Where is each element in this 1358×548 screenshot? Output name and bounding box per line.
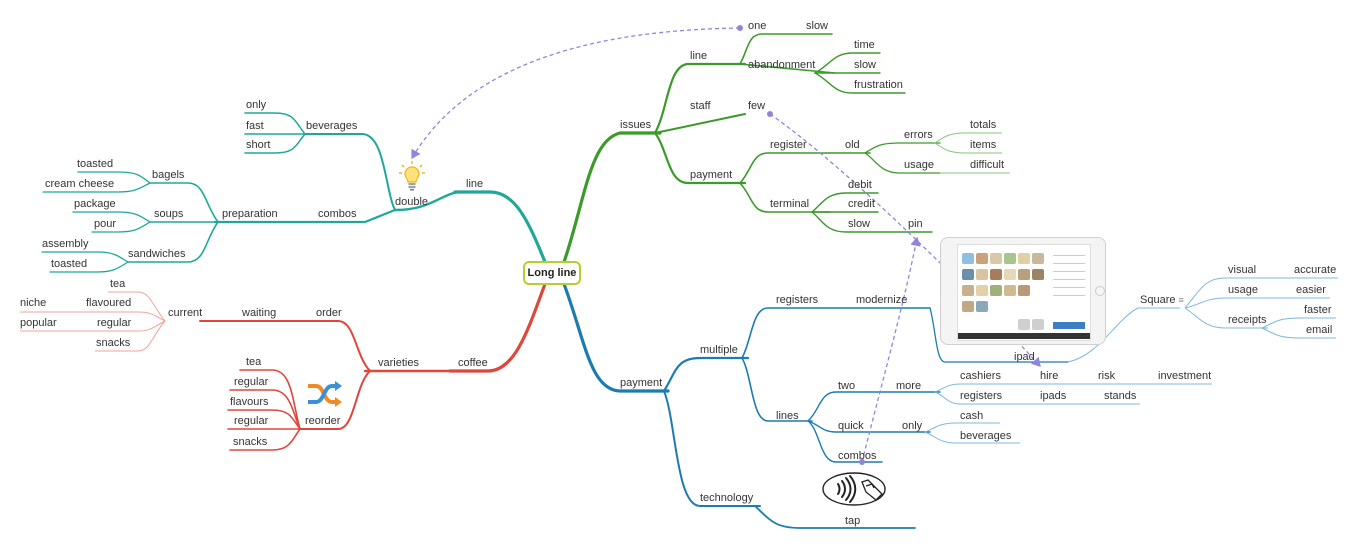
- node-two[interactable]: two: [838, 380, 856, 392]
- node-slow-2[interactable]: slow: [854, 59, 877, 71]
- node-toasted-1[interactable]: toasted: [77, 158, 114, 170]
- node-short[interactable]: short: [246, 139, 271, 151]
- node-waiting[interactable]: waiting: [242, 307, 277, 319]
- node-regular-3[interactable]: regular: [234, 415, 269, 427]
- node-registers-2[interactable]: registers: [960, 390, 1003, 402]
- node-snacks-1[interactable]: snacks: [96, 337, 131, 349]
- node-reorder[interactable]: reorder: [305, 415, 341, 427]
- node-square[interactable]: Square ≡: [1140, 294, 1184, 306]
- node-registers[interactable]: registers: [776, 294, 819, 306]
- node-beverages-quick[interactable]: beverages: [960, 430, 1012, 442]
- node-regular-2[interactable]: regular: [234, 376, 269, 388]
- node-niche[interactable]: niche: [20, 297, 47, 309]
- node-tea-2[interactable]: tea: [246, 356, 262, 368]
- node-modernize[interactable]: modernize: [856, 294, 908, 306]
- node-register[interactable]: register: [770, 139, 807, 151]
- node-combos-double[interactable]: combos: [318, 208, 357, 220]
- node-hire[interactable]: hire: [1040, 370, 1059, 382]
- node-easier[interactable]: easier: [1296, 284, 1326, 296]
- node-quick[interactable]: quick: [838, 420, 864, 432]
- node-one[interactable]: one: [748, 20, 767, 32]
- node-sandwiches[interactable]: sandwiches: [128, 248, 186, 260]
- node-more[interactable]: more: [896, 380, 922, 392]
- node-slow-1[interactable]: slow: [806, 20, 829, 32]
- node-cream-cheese[interactable]: cream cheese: [45, 178, 115, 190]
- node-payment-issues[interactable]: payment: [690, 169, 733, 181]
- node-preparation[interactable]: preparation: [222, 208, 278, 220]
- node-receipts[interactable]: receipts: [1228, 314, 1267, 326]
- node-totals[interactable]: totals: [970, 119, 997, 131]
- node-only-double[interactable]: only: [246, 99, 267, 111]
- node-time[interactable]: time: [854, 39, 875, 51]
- node-frustration[interactable]: frustration: [854, 79, 903, 91]
- node-ipads[interactable]: ipads: [1040, 390, 1067, 402]
- node-usage-square[interactable]: usage: [1228, 284, 1258, 296]
- node-investment[interactable]: investment: [1158, 370, 1212, 382]
- node-old[interactable]: old: [845, 139, 860, 151]
- node-bagels[interactable]: bagels: [152, 169, 185, 181]
- node-issues[interactable]: issues: [620, 119, 652, 131]
- node-usage-old[interactable]: usage: [904, 159, 934, 171]
- node-combos-lines[interactable]: combos: [838, 450, 877, 462]
- node-fast[interactable]: fast: [246, 120, 264, 132]
- node-coffee[interactable]: coffee: [458, 357, 488, 369]
- node-cashiers[interactable]: cashiers: [960, 370, 1001, 382]
- node-multiple[interactable]: multiple: [700, 344, 738, 356]
- node-staff[interactable]: staff: [690, 100, 711, 112]
- ipad-image: [940, 237, 1106, 345]
- node-soups[interactable]: soups: [154, 208, 184, 220]
- node-faster[interactable]: faster: [1304, 304, 1332, 316]
- node-line-right[interactable]: line: [690, 50, 708, 62]
- node-payment-main[interactable]: payment: [620, 377, 663, 389]
- node-technology[interactable]: technology: [700, 492, 754, 504]
- shuffle-icon: [308, 381, 342, 407]
- node-tea-1[interactable]: tea: [110, 278, 126, 290]
- node-credit[interactable]: credit: [848, 198, 875, 210]
- root-node[interactable]: Long line: [523, 261, 581, 285]
- node-visual[interactable]: visual: [1228, 264, 1257, 276]
- node-slow-3[interactable]: slow: [848, 218, 871, 230]
- node-items[interactable]: items: [970, 139, 997, 151]
- node-accurate[interactable]: accurate: [1294, 264, 1337, 276]
- node-only-quick[interactable]: only: [902, 420, 923, 432]
- node-assembly[interactable]: assembly: [42, 238, 89, 250]
- node-flavoured[interactable]: flavoured: [86, 297, 132, 309]
- node-current[interactable]: current: [168, 307, 203, 319]
- node-beverages-double[interactable]: beverages: [306, 120, 358, 132]
- node-flavours[interactable]: flavours: [230, 396, 269, 408]
- node-package[interactable]: package: [74, 198, 116, 210]
- node-terminal[interactable]: terminal: [770, 198, 810, 210]
- note-icon: ≡: [1178, 295, 1184, 305]
- node-line-left[interactable]: line: [466, 178, 484, 190]
- node-order[interactable]: order: [316, 307, 342, 319]
- node-abandonment[interactable]: abandonment: [748, 59, 816, 71]
- node-email[interactable]: email: [1306, 324, 1333, 336]
- node-stands[interactable]: stands: [1104, 390, 1137, 402]
- node-ipad[interactable]: ipad: [1014, 351, 1035, 363]
- node-pour[interactable]: pour: [94, 218, 117, 230]
- node-cash[interactable]: cash: [960, 410, 984, 422]
- node-varieties[interactable]: varieties: [378, 357, 419, 369]
- contactless-payment-icon: [822, 472, 886, 506]
- node-debit[interactable]: debit: [848, 179, 872, 191]
- node-double[interactable]: double: [395, 196, 429, 208]
- node-difficult[interactable]: difficult: [970, 159, 1005, 171]
- node-tap[interactable]: tap: [845, 515, 861, 527]
- node-few[interactable]: few: [748, 100, 766, 112]
- node-popular[interactable]: popular: [20, 317, 57, 329]
- node-risk[interactable]: risk: [1098, 370, 1116, 382]
- node-toasted-2[interactable]: toasted: [51, 258, 88, 270]
- node-lines[interactable]: lines: [776, 410, 799, 422]
- node-errors[interactable]: errors: [904, 129, 933, 141]
- node-snacks-2[interactable]: snacks: [233, 436, 268, 448]
- node-regular-1[interactable]: regular: [97, 317, 132, 329]
- node-pin[interactable]: pin: [908, 218, 923, 230]
- lightbulb-icon: [399, 161, 425, 191]
